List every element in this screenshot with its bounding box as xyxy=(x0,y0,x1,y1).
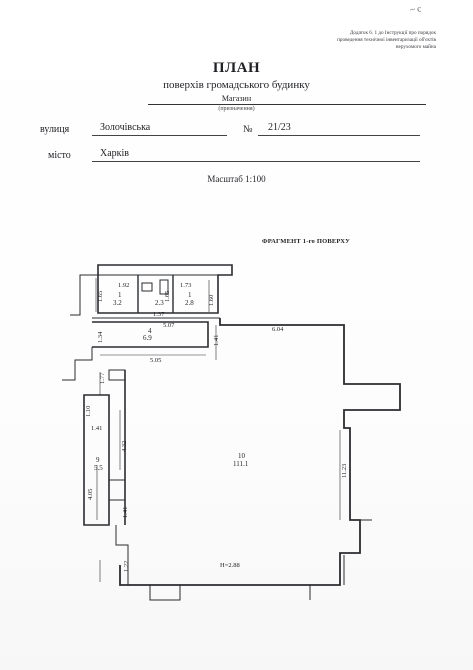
room-3-number: 1 xyxy=(188,291,192,299)
dim-122: 1.22 xyxy=(123,561,130,572)
main-hall-outline xyxy=(119,318,401,586)
scale-label: Масштаб 1:100 xyxy=(207,174,266,184)
header-note: Додаток 6. 1 до Інструкції про порядок п… xyxy=(300,30,436,51)
city-label: місто xyxy=(48,150,71,161)
room-1-area: 3.2 xyxy=(113,299,122,307)
corridor-outline xyxy=(92,321,209,348)
city-value: Харків xyxy=(100,148,130,159)
room-10-area: 111.1 xyxy=(233,460,249,468)
column-left xyxy=(108,369,126,381)
dim-505: 5.05 xyxy=(150,357,161,364)
purpose-hint: (призначення) xyxy=(218,106,255,112)
height-label: H=2.88 xyxy=(220,562,240,569)
room-2-area: 2.3 xyxy=(155,299,164,307)
wall-left-notch xyxy=(62,347,93,381)
dim-405: 4.05 xyxy=(87,489,94,500)
purpose-underline xyxy=(148,104,426,105)
fragment-title: ФРАГМЕНТ 1-го ПОВЕРХУ xyxy=(262,238,351,245)
city-underline xyxy=(92,161,420,162)
dim-141a: 1.41 xyxy=(213,335,220,346)
street-number: 21/23 xyxy=(268,122,291,133)
room-10-number: 10 xyxy=(238,452,246,460)
purpose-value: Магазин xyxy=(221,94,252,103)
dim-432: 4.32 xyxy=(121,441,128,452)
wall-left-upper xyxy=(70,265,99,316)
dim-1123: 11.23 xyxy=(341,464,348,478)
dim-165b: 1.65 xyxy=(164,291,171,302)
dim-507: 5.07 xyxy=(163,322,175,329)
sink-fixture xyxy=(159,279,169,295)
dim-134: 1.34 xyxy=(97,331,104,343)
bottom-entry xyxy=(149,585,181,601)
room-4-number: 4 xyxy=(148,327,152,335)
street-number-sign: № xyxy=(243,124,253,135)
dim-141b: 1.41 xyxy=(91,425,102,432)
room-9-door xyxy=(109,479,126,501)
toilet-fixture xyxy=(141,282,153,292)
room-1-number: 1 xyxy=(118,291,122,299)
room-3-area: 2.8 xyxy=(185,299,194,307)
wall-left-lower xyxy=(115,525,129,585)
street-number-underline xyxy=(258,135,420,136)
street-underline xyxy=(92,135,227,136)
dim-137: 1.37 xyxy=(153,311,165,318)
street-label: вулиця xyxy=(40,124,70,135)
room-9-number: 9 xyxy=(96,456,100,464)
dim-160: 1.60 xyxy=(208,295,215,306)
dim-165a: 1.65 xyxy=(97,291,104,302)
room-4-area: 6.9 xyxy=(143,334,152,342)
document-title: ПЛАН xyxy=(212,60,261,76)
dim-177: 1.77 xyxy=(99,372,106,384)
room-9-area: 5.5 xyxy=(94,464,103,472)
street-value: Золочівська xyxy=(100,122,151,133)
dim-604: 6.04 xyxy=(272,326,284,333)
document-subtitle: поверхів громадського будинку xyxy=(163,79,310,91)
dim-141c: 1.41 xyxy=(122,507,129,518)
dim-192: 1.92 xyxy=(118,282,129,289)
header-note-line-3: нерухомого майна xyxy=(395,44,436,50)
header-note-line-2: проведення технічної інвентаризації об'є… xyxy=(337,37,436,43)
room-9-outline xyxy=(83,394,110,526)
dim-173: 1.73 xyxy=(180,282,191,289)
dim-110: 1.10 xyxy=(85,406,92,417)
header-note-line-1: Додаток 6. 1 до Інструкції про порядок xyxy=(349,30,436,36)
